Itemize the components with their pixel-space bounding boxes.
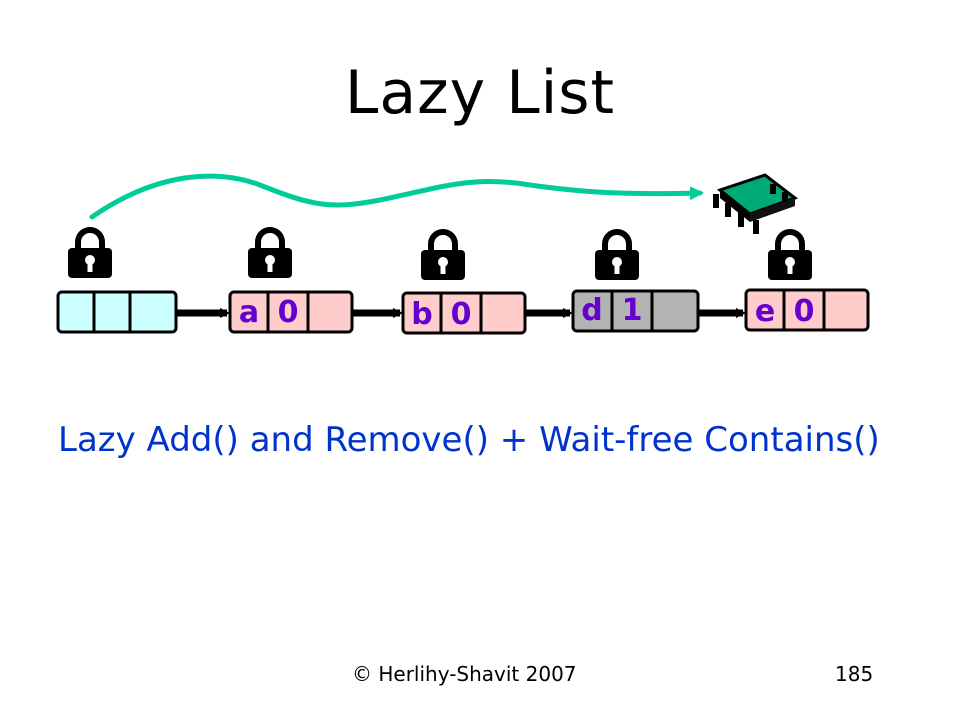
padlock-icon	[421, 229, 465, 280]
node-mark: 0	[451, 297, 472, 332]
node-box	[571, 289, 700, 333]
node-key: e	[755, 294, 775, 329]
list-node-e: e 0	[744, 288, 870, 332]
caption: Lazy Add() and Remove() + Wait-free Cont…	[58, 420, 880, 460]
node-box	[744, 288, 870, 332]
node-box	[401, 291, 527, 335]
node-mark: 1	[622, 293, 643, 328]
padlock-icon	[248, 227, 292, 278]
node-mark: 0	[278, 295, 299, 330]
list-node-d: d 1	[571, 289, 700, 333]
padlock-icon	[68, 227, 112, 278]
node-key: a	[239, 295, 259, 330]
list-node-head	[56, 290, 178, 334]
cpu-chip-icon	[713, 173, 799, 234]
list-node-a: a 0	[228, 290, 354, 334]
node-key: b	[411, 297, 432, 332]
copyright-footer: © Herlihy-Shavit 2007	[352, 662, 577, 686]
traversal-path	[89, 173, 704, 220]
node-mark: 0	[794, 294, 815, 329]
node-box	[228, 290, 354, 334]
node-key: d	[581, 293, 602, 328]
page-number: 185	[835, 662, 874, 686]
padlock-icon	[595, 229, 639, 280]
page-title: Lazy List	[344, 58, 616, 128]
list-node-b: b 0	[401, 291, 527, 335]
node-box	[56, 290, 178, 334]
padlock-icon	[768, 229, 812, 280]
